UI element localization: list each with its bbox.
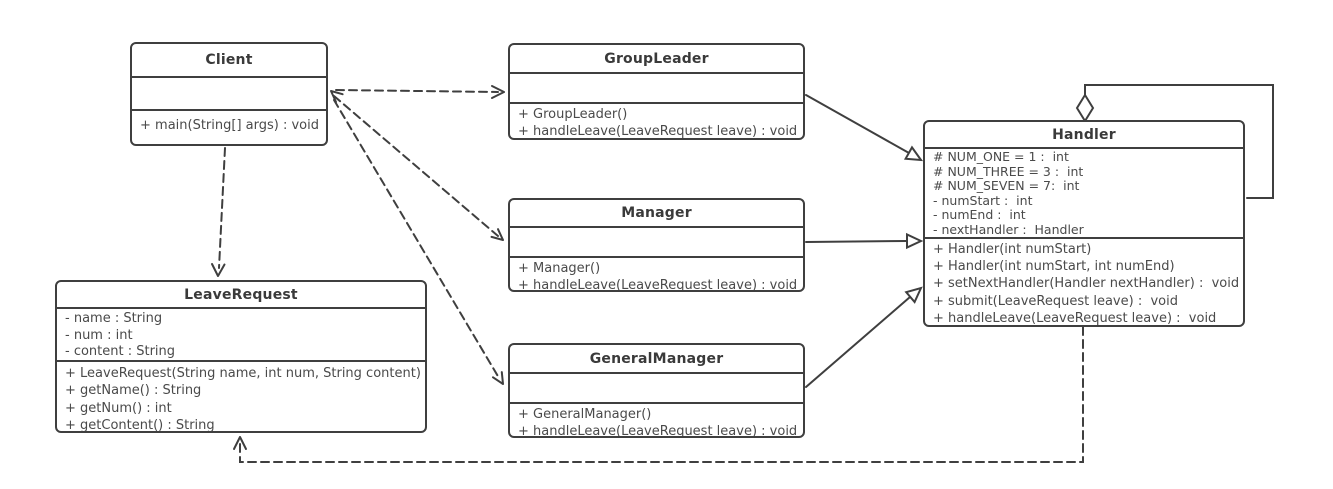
dependency-handler-to-leaverequest — [233, 326, 1084, 463]
attribute-line: - name : String — [65, 311, 163, 326]
class-client-title: Client — [132, 44, 326, 78]
class-groupleader-methods: + GroupLeader() + handleLeave(LeaveReque… — [510, 104, 803, 138]
method-line: + handleLeave(LeaveRequest leave) : void — [518, 124, 798, 138]
dependency-client-to-manager — [333, 95, 504, 241]
class-generalmanager-methods: + GeneralManager() + handleLeave(LeaveRe… — [510, 404, 803, 436]
attribute-line: # NUM_SEVEN = 7: int — [933, 178, 1080, 193]
method-line: + handleLeave(LeaveRequest leave) : void — [518, 278, 798, 290]
method-line: + submit(LeaveRequest leave) : void — [933, 293, 1178, 309]
class-manager-attributes — [510, 228, 803, 258]
method-line: + GeneralManager() — [518, 407, 652, 422]
attribute-line: - num : int — [65, 327, 133, 343]
dependency-client-to-groupleader — [335, 85, 505, 99]
method-line: + getNum() : int — [65, 400, 172, 416]
method-line: + LeaveRequest(String name, int num, Str… — [65, 366, 421, 381]
class-handler-methods: + Handler(int numStart) + Handler(int nu… — [925, 239, 1243, 327]
class-handler: Handler # NUM_ONE = 1 : int # NUM_THREE … — [923, 120, 1245, 327]
class-client-attributes — [132, 78, 326, 111]
generalization-generalmanager-to-handler — [805, 286, 923, 388]
attribute-line: # NUM_ONE = 1 : int — [933, 149, 1069, 164]
class-leaverequest-methods: + LeaveRequest(String name, int num, Str… — [57, 362, 425, 431]
class-leaverequest: LeaveRequest - name : String - num : int… — [55, 280, 427, 433]
attribute-line: - numStart : int — [933, 192, 1033, 208]
class-groupleader-title: GroupLeader — [510, 45, 803, 74]
class-manager-title: Manager — [510, 200, 803, 228]
dependency-client-to-generalmanager — [333, 99, 504, 385]
attribute-line: - content : String — [65, 344, 176, 359]
method-line: + GroupLeader() — [518, 107, 628, 122]
class-generalmanager-title: GeneralManager — [510, 345, 803, 374]
generalization-groupleader-to-handler — [805, 94, 924, 162]
method-line: + handleLeave(LeaveRequest leave) : void — [933, 310, 1217, 326]
method-line: + main(String[] args) : void — [140, 118, 319, 133]
class-client: Client + main(String[] args) : void — [130, 42, 328, 146]
dependency-arrowhead-into-client — [330, 90, 344, 103]
attribute-line: - numEnd : int — [933, 207, 1026, 222]
attribute-line: # NUM_THREE = 3 : int — [933, 163, 1084, 179]
aggregation-diamond — [1075, 93, 1095, 123]
method-line: + getContent() : String — [65, 417, 215, 431]
method-line: + Manager() — [518, 261, 601, 276]
class-handler-attributes: # NUM_ONE = 1 : int # NUM_THREE = 3 : in… — [925, 149, 1243, 239]
generalization-manager-to-handler — [805, 232, 924, 250]
class-manager: Manager + Manager() + handleLeave(LeaveR… — [508, 198, 805, 292]
method-line: + handleLeave(LeaveRequest leave) : void — [518, 424, 798, 436]
dependency-client-to-leaverequest — [211, 147, 226, 277]
attribute-line: - nextHandler : Handler — [933, 221, 1084, 237]
class-generalmanager-attributes — [510, 374, 803, 404]
method-line: + getName() : String — [65, 383, 202, 399]
class-leaverequest-title: LeaveRequest — [57, 282, 425, 309]
class-groupleader-attributes — [510, 74, 803, 104]
method-line: + setNextHandler(Handler nextHandler) : … — [933, 276, 1240, 292]
class-generalmanager: GeneralManager + GeneralManager() + hand… — [508, 343, 805, 438]
class-handler-title: Handler — [925, 122, 1243, 149]
class-client-methods: + main(String[] args) : void — [132, 111, 326, 144]
class-manager-methods: + Manager() + handleLeave(LeaveRequest l… — [510, 258, 803, 290]
class-groupleader: GroupLeader + GroupLeader() + handleLeav… — [508, 43, 805, 140]
method-line: + Handler(int numStart, int numEnd) — [933, 259, 1175, 275]
class-leaverequest-attributes: - name : String - num : int - content : … — [57, 309, 425, 362]
method-line: + Handler(int numStart) — [933, 242, 1092, 257]
